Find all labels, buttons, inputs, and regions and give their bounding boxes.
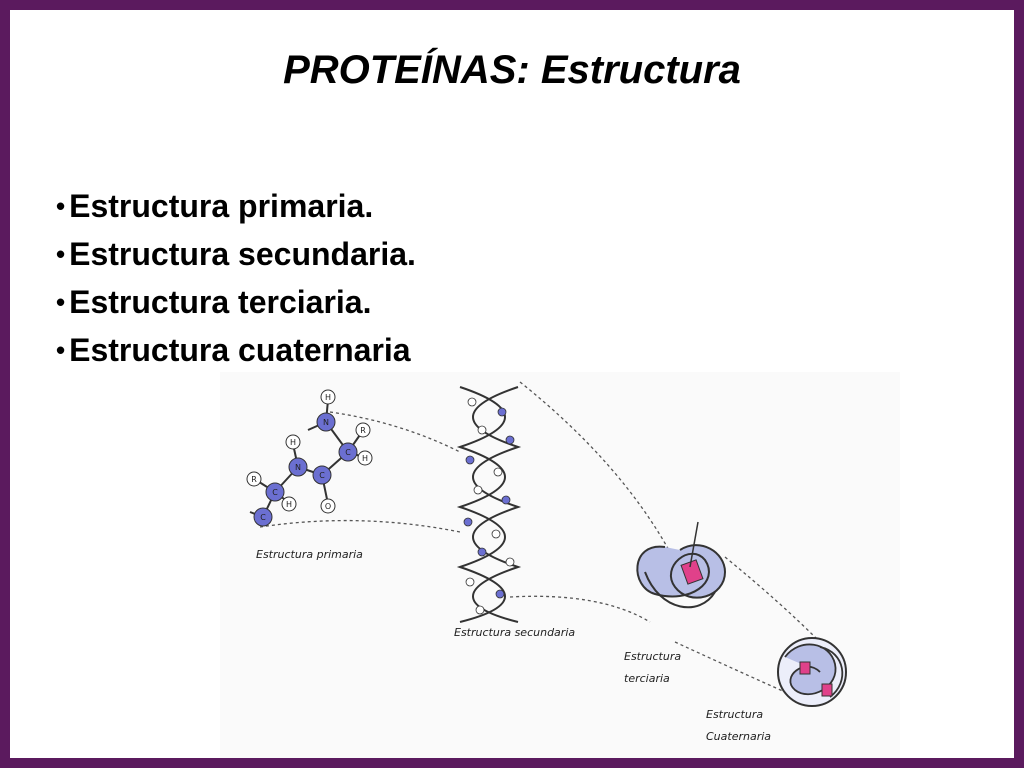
atom-label: C	[272, 488, 278, 497]
helix-strands	[456, 386, 522, 623]
helix-atoms	[463, 397, 515, 615]
bullet-text: Estructura cuaternaria	[69, 332, 411, 368]
label-cuaternaria-line1: Estructura	[706, 708, 764, 721]
atom-label: N	[295, 463, 301, 472]
atom-label: H	[362, 454, 368, 463]
quaternary-structure-complex	[777, 637, 847, 707]
label-primaria: Estructura primaria	[256, 548, 363, 561]
atom-label: H	[286, 500, 292, 509]
bullet-glyph: •	[56, 239, 66, 269]
label-terciaria-line1: Estructura	[624, 650, 682, 663]
primary-structure-molecule: H N C H R C N H R C H C O	[246, 389, 373, 527]
atom-label: N	[323, 418, 329, 427]
secondary-structure-helix	[456, 386, 522, 623]
atom-label: C	[319, 471, 325, 480]
atom-label: O	[325, 502, 331, 511]
dashed-connectors	[259, 381, 821, 693]
bullet-glyph: •	[56, 191, 66, 221]
molecule-atom-labels: H N C H R C N H R C H C O	[251, 393, 368, 522]
bullet-glyph: •	[56, 335, 66, 365]
atom-label: C	[345, 448, 351, 457]
bullet-text: Estructura primaria.	[69, 188, 374, 224]
label-terciaria-line2: terciaria	[624, 672, 670, 685]
bullet-glyph: •	[56, 287, 66, 317]
atom-label: R	[360, 426, 366, 435]
bullet-item: •Estructura cuaternaria	[56, 326, 416, 374]
bullet-text: Estructura secundaria.	[69, 236, 416, 272]
tertiary-structure-ribbon	[636, 521, 727, 609]
bullet-item: •Estructura secundaria.	[56, 230, 416, 278]
bullet-item: •Estructura terciaria.	[56, 278, 416, 326]
molecule-atoms	[246, 389, 373, 527]
slide-frame: PROTEÍNAS: Estructura •Estructura primar…	[10, 10, 1014, 758]
bullet-item: •Estructura primaria.	[56, 182, 416, 230]
atom-label: H	[290, 438, 296, 447]
atom-label: R	[251, 475, 257, 484]
slide-title: PROTEÍNAS: Estructura	[283, 48, 741, 92]
label-cuaternaria-line2: Cuaternaria	[706, 730, 772, 743]
protein-structure-illustration: H N C H R C N H R C H C O	[246, 381, 847, 707]
label-secundaria: Estructura secundaria	[454, 626, 576, 639]
bullet-text: Estructura terciaria.	[69, 284, 372, 320]
atom-label: C	[260, 513, 266, 522]
bullet-list: •Estructura primaria. •Estructura secund…	[56, 182, 416, 374]
protein-structure-figure: H N C H R C N H R C H C O	[220, 372, 900, 758]
atom-label: H	[325, 393, 331, 402]
